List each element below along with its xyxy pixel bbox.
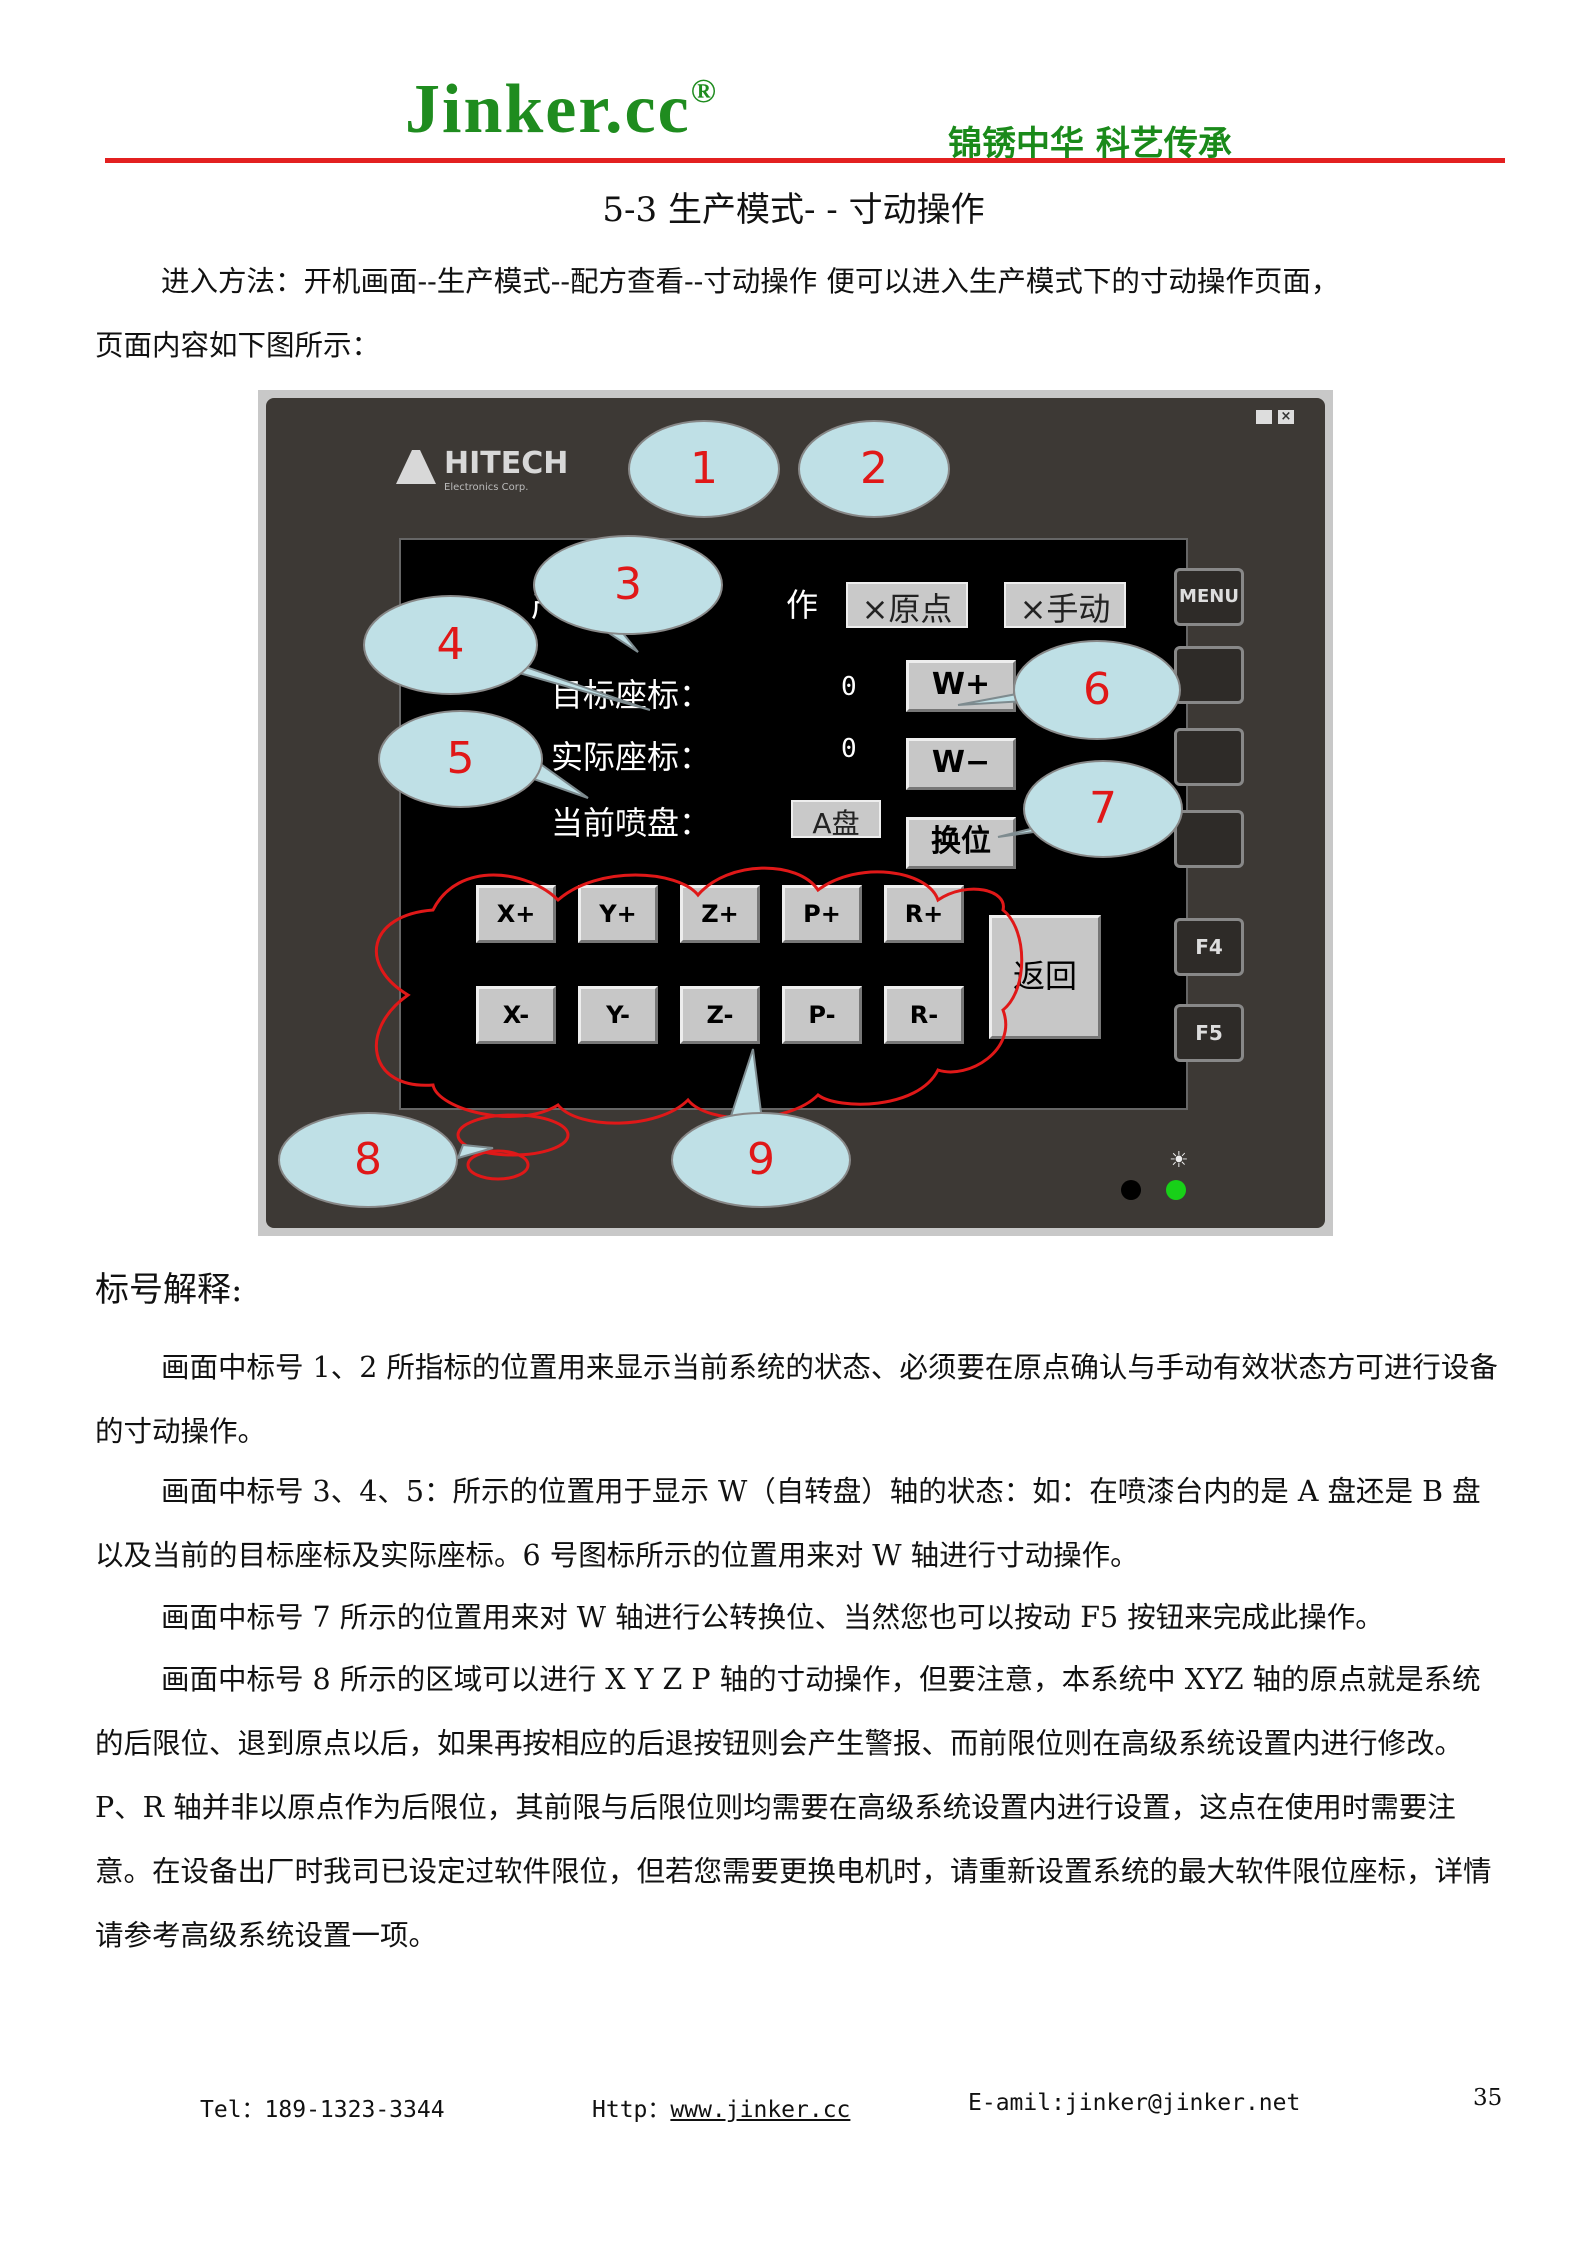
swap-button[interactable]: 换位 xyxy=(906,817,1016,869)
actual-coord-label: 实际座标： xyxy=(551,738,712,776)
status-manual: ×手动 xyxy=(1004,582,1126,628)
jog-area-cloud xyxy=(374,866,1024,1125)
intro-line-2: 页面内容如下图所示： xyxy=(95,329,381,362)
minimize-icon[interactable] xyxy=(1256,410,1272,424)
plate-label: 当前喷盘： xyxy=(551,804,712,842)
intro-line-1: 进入方法：开机画面--生产模式--配方查看--寸动操作 便可以进入生产模式下的寸… xyxy=(161,265,1340,298)
close-icon[interactable]: × xyxy=(1278,410,1294,424)
callout-1: 1 xyxy=(628,420,780,518)
callout-9: 9 xyxy=(671,1112,851,1208)
callout-8: 8 xyxy=(278,1112,458,1208)
jog-x-minus-button[interactable]: X- xyxy=(476,986,556,1044)
callout-2: 2 xyxy=(798,420,950,518)
registered-mark: ® xyxy=(690,72,719,110)
footer-http: Http：www.jinker.cc xyxy=(592,2097,851,2123)
callout-3: 3 xyxy=(533,535,723,635)
side-key-2[interactable] xyxy=(1174,646,1244,704)
menu-key[interactable]: MENU xyxy=(1174,568,1244,626)
cloud-tail-large xyxy=(456,1113,570,1157)
jog-r-minus-button[interactable]: R- xyxy=(884,986,964,1044)
callout-6: 6 xyxy=(1013,640,1181,740)
jog-p-plus-button[interactable]: P+ xyxy=(782,885,862,943)
jog-p-minus-button[interactable]: P- xyxy=(782,986,862,1044)
status-origin: ×原点 xyxy=(846,582,968,628)
footer-link[interactable]: www.jinker.cc xyxy=(670,2097,851,2123)
side-key-3[interactable] xyxy=(1174,728,1244,786)
paragraph-4: 画面中标号 8 所示的区域可以进行 X Y Z P 轴的寸动操作，但要注意，本系… xyxy=(95,1663,1492,1952)
jog-y-plus-button[interactable]: Y+ xyxy=(578,885,658,943)
slogan: 锦锈中华 科艺传承 xyxy=(948,124,1232,164)
callout-7: 7 xyxy=(1023,760,1183,858)
callout-4: 4 xyxy=(363,595,538,695)
footer-tel: Tel：189-1323-3344 xyxy=(200,2097,445,2123)
plate-value: A盘 xyxy=(791,800,881,840)
side-key-4[interactable] xyxy=(1174,810,1244,868)
screen-title-tail: 作 xyxy=(786,586,819,624)
cloud-tail-small xyxy=(466,1149,530,1181)
w-minus-button[interactable]: W− xyxy=(906,738,1016,790)
jog-x-plus-button[interactable]: X+ xyxy=(476,885,556,943)
jog-z-plus-button[interactable]: Z+ xyxy=(680,885,760,943)
power-indicator-icon xyxy=(1121,1180,1141,1200)
target-coord-value: 0 xyxy=(841,672,857,702)
light-icon: ☀ xyxy=(1169,1148,1189,1173)
jog-r-plus-button[interactable]: R+ xyxy=(884,885,964,943)
paragraph-3: 画面中标号 7 所示的位置用来对 W 轴进行公转换位、当然您也可以按动 F5 按… xyxy=(161,1601,1384,1634)
run-indicator-icon xyxy=(1166,1180,1186,1200)
brand-logo: Jinker.cc® xyxy=(405,71,719,148)
jog-z-minus-button[interactable]: Z- xyxy=(680,986,760,1044)
callout-8-pointer xyxy=(456,1143,494,1160)
hitech-logo-sub: Electronics Corp. xyxy=(444,482,529,493)
actual-coord-value: 0 xyxy=(841,734,857,764)
target-coord-label: 目标座标： xyxy=(551,676,712,714)
paragraph-1: 画面中标号 1、2 所指标的位置用来显示当前系统的状态、必须要在原点确认与手动有… xyxy=(95,1351,1498,1448)
header-rule xyxy=(105,158,1505,163)
hmi-figure: × HITECH Electronics Corp. 产模 作 ×原点 ×手动 … xyxy=(258,390,1333,1236)
f4-key[interactable]: F4 xyxy=(1174,918,1244,976)
return-button[interactable]: 返回 xyxy=(989,915,1101,1039)
page-number: 35 xyxy=(1473,2085,1503,2111)
f5-key[interactable]: F5 xyxy=(1174,1004,1244,1062)
hitech-logo-text: HITECH xyxy=(444,446,569,481)
section-heading: 标号解释: xyxy=(95,1270,243,1310)
paragraph-2: 画面中标号 3、4、5：所示的位置用于显示 W（自转盘）轴的状态：如：在喷漆台内… xyxy=(95,1475,1481,1572)
jog-y-minus-button[interactable]: Y- xyxy=(578,986,658,1044)
callout-5: 5 xyxy=(378,710,543,808)
page-title: 5-3 生产模式- - 寸动操作 xyxy=(602,190,985,230)
footer-email: E-amil:jinker@jinker.net xyxy=(968,2090,1301,2116)
